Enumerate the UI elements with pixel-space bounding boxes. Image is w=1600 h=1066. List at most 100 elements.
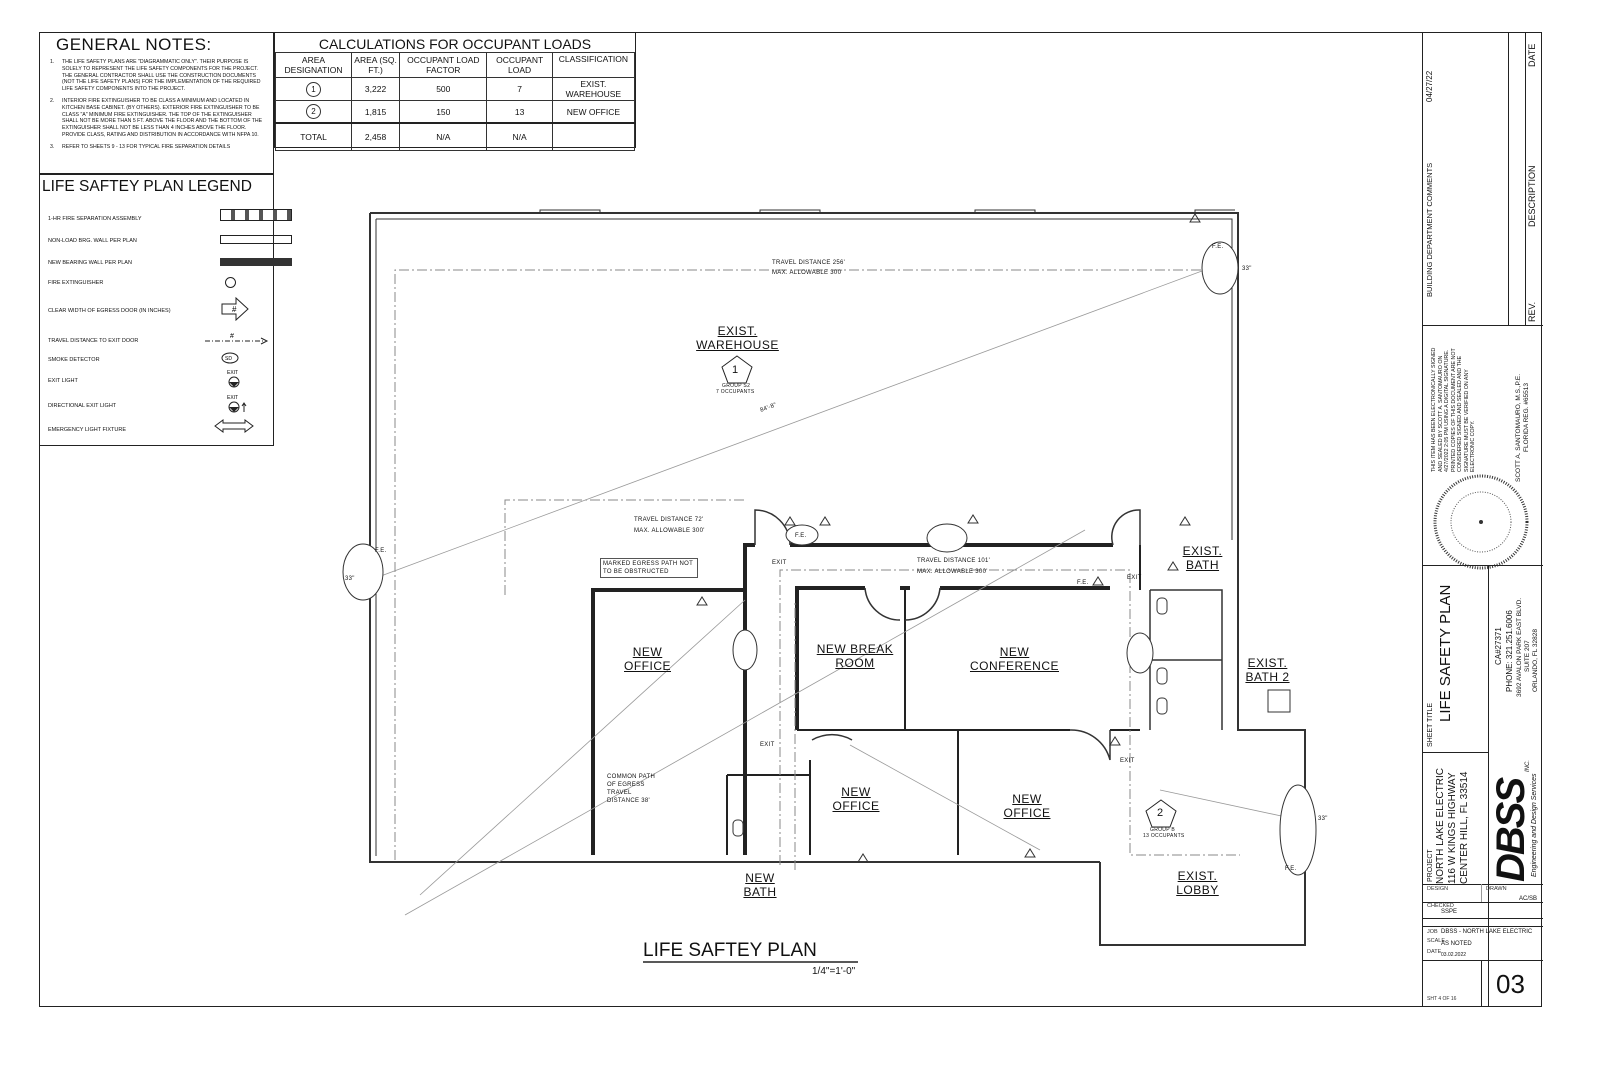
job-label: JOB — [1427, 929, 1438, 935]
project-name: NORTH LAKE ELECTRIC — [1435, 768, 1446, 884]
column-header: OCCUPANT LOAD — [486, 52, 553, 78]
legend-label: 1-HR FIRE SEPARATION ASSEMBLY — [48, 216, 142, 222]
common-path-note: COMMON PATH OF EGRESS TRAVEL DISTANCE 38… — [607, 774, 656, 804]
table-row: 1 3,222 500 7 EXIST. WAREHOUSE — [274, 77, 636, 101]
svg-text:#: # — [230, 333, 234, 340]
sheet-label: SHT — [1427, 996, 1437, 1002]
svg-text:EXIT: EXIT — [227, 370, 238, 376]
table-cell: TOTAL — [274, 122, 353, 151]
travel-allowable-note: MAX. ALLOWABLE 300' — [917, 569, 988, 575]
note-number: 1. — [50, 59, 55, 65]
emergency-light-icon — [214, 419, 254, 433]
note-item: 1.THE LIFE SAFETY PLANS ARE "DIAGRAMMATI… — [50, 59, 265, 93]
fire-extinguisher-label: F.E. — [795, 533, 807, 539]
logo-tagline: Engineering and Design Services — [1531, 773, 1538, 877]
checked-value: SSPE — [1441, 909, 1458, 915]
firm-phone: PHONE: 321.251.6006 — [1505, 610, 1514, 692]
room-label-new-bath: NEW BATH — [743, 871, 777, 899]
travel-line — [369, 267, 1211, 581]
engineer-name: SCOTT A. SANTOMAURO, M.S.,P.E. — [1515, 374, 1522, 482]
fire-extinguisher-label: F.E. — [1077, 580, 1089, 586]
fire-extinguisher-icon — [225, 277, 236, 288]
area-tag-number: 2 — [1157, 807, 1164, 819]
area-tag: 1 — [306, 81, 321, 97]
revision-description: BUILDING DEPARTMENT COMMENTS — [1425, 162, 1434, 297]
table-cell: 7 — [486, 77, 553, 101]
title-block: 04/27/22 BUILDING DEPARTMENT COMMENTS DA… — [1422, 32, 1543, 1007]
general-notes-title: GENERAL NOTES: — [56, 35, 212, 54]
legend-label: SMOKE DETECTOR — [48, 357, 100, 363]
seal-statement: THIS ITEM HAS BEEN ELECTRONICALLY SIGNED… — [1431, 347, 1476, 472]
sheet-total: 16 — [1450, 996, 1457, 1002]
column-header: CLASSIFICATION — [551, 52, 636, 78]
door-width-label: 33" — [1318, 816, 1328, 822]
warehouse-wall — [370, 212, 1239, 540]
floor-plan-drawing — [342, 209, 1317, 963]
note-text: INTERIOR FIRE EXTINGUISHER TO BE CLASS A… — [62, 97, 263, 138]
svg-text:#: # — [232, 305, 237, 314]
travel-allowable-note: MAX. ALLOWABLE 300' — [772, 270, 843, 276]
door-width-label: 33" — [345, 576, 355, 582]
occupant-load-table: AREA DESIGNATION AREA (SQ. FT.) OCCUPANT… — [274, 52, 636, 151]
travel-distance-note: TRAVEL DISTANCE 72' — [634, 517, 704, 523]
table-cell: 500 — [399, 77, 488, 101]
project-address: CENTER HILL, FL 33514 — [1459, 771, 1470, 884]
travel-distance-icon: # — [205, 333, 269, 345]
note-text: REFER TO SHEETS 9 - 13 FOR TYPICAL FIRE … — [62, 143, 231, 150]
engineer-registration: FLORIDA REG. #65513 — [1523, 382, 1530, 452]
sheet-index: 4 — [1438, 996, 1442, 1002]
room-label-new-office: NEW OFFICE — [624, 645, 671, 673]
room-label-lobby: EXIST. LOBBY — [1176, 869, 1219, 897]
area-tag-number: 1 — [732, 364, 739, 376]
legend-label: DIRECTIONAL EXIT LIGHT — [48, 403, 117, 409]
room-label-exist-bath-2: EXIST. BATH 2 — [1245, 656, 1290, 684]
table-cell: NEW OFFICE — [551, 100, 636, 124]
travel-distance-note: TRAVEL DISTANCE 256' — [772, 260, 846, 266]
firm-address: 3692 AVALON PARK EAST BLVD. — [1516, 597, 1523, 697]
job-value: DBSS - NORTH LAKE ELECTRIC — [1441, 929, 1533, 935]
egress-arrow-icon: # — [221, 297, 249, 321]
firm-address: ORLANDO, FL 32828 — [1532, 629, 1539, 692]
legend-label: NON-LOAD BRG. WALL PER PLAN — [48, 238, 137, 244]
egress-cloud — [342, 241, 1317, 876]
area-tag-1 — [721, 355, 753, 384]
table-cell: EXIST. WAREHOUSE — [551, 77, 636, 101]
design-label: DESIGN — [1427, 886, 1449, 892]
date-label: DATE — [1427, 949, 1442, 955]
table-cell: 3,222 — [351, 77, 401, 101]
table-row: 2 1,815 150 13 NEW OFFICE — [274, 100, 636, 124]
new-office-wall — [591, 588, 745, 855]
drawing-sheet-border — [39, 32, 1542, 1007]
area-occupants: 13 OCCUPANTS — [1143, 833, 1185, 839]
smoke-detector-icon: SD — [221, 352, 239, 364]
legend-label: NEW BEARING WALL PER PLAN — [48, 260, 132, 266]
marked-egress-note: MARKED EGRESS PATH NOT TO BE OBSTRUCTED — [600, 558, 698, 578]
travel-distance-note: TRAVEL DISTANCE 101' — [917, 558, 991, 564]
room-label-exist-bath: EXIST. BATH — [1182, 544, 1223, 572]
area-group: GROUP B — [1150, 827, 1176, 833]
legend-label: TRAVEL DISTANCE TO EXIT DOOR — [48, 338, 139, 344]
table-cell — [551, 122, 636, 151]
fire-extinguisher-label: F.E. — [1212, 244, 1224, 250]
area-occupants: 7 OCCUPANTS — [716, 389, 755, 395]
area-designation-cell: 1 — [274, 77, 353, 101]
general-notes-panel: GENERAL NOTES: 1.THE LIFE SAFETY PLANS A… — [39, 32, 274, 174]
note-item: 2.INTERIOR FIRE EXTINGUISHER TO BE CLASS… — [50, 98, 265, 139]
travel-allowable-note: MAX. ALLOWABLE 300' — [634, 528, 705, 534]
plan-title: LIFE SAFTEY PLAN — [643, 940, 817, 961]
fire-separation-symbol — [220, 209, 292, 221]
table-header-row: AREA DESIGNATION AREA (SQ. FT.) OCCUPANT… — [274, 52, 636, 78]
engineer-seal — [1433, 474, 1529, 570]
note-number: 3. — [50, 143, 55, 150]
occupant-load-title: CALCULATIONS FOR OCCUPANT LOADS — [318, 36, 592, 52]
svg-text:EXIT: EXIT — [227, 395, 238, 401]
drawn-label: DRAWN — [1486, 886, 1507, 892]
room-label-new-office: NEW OFFICE — [1003, 792, 1051, 820]
revision-date: 04/27/22 — [1425, 70, 1434, 102]
room-label-break-room: NEW BREAK ROOM — [816, 642, 894, 670]
scale-label: SCALE — [1427, 938, 1446, 944]
legend-label: CLEAR WIDTH OF EGRESS DOOR (IN INCHES) — [48, 308, 171, 314]
legend-label: EXIT LIGHT — [48, 378, 78, 384]
non-load-wall-symbol — [220, 235, 292, 244]
table-row-total: TOTAL 2,458 N/A N/A — [274, 122, 636, 151]
